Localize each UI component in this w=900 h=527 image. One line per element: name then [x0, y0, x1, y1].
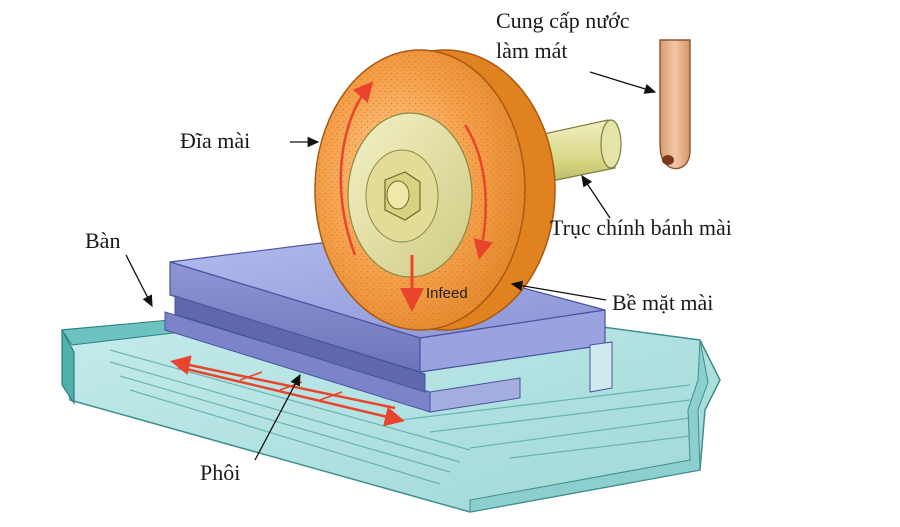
spindle-label: Trục chính bánh mài [550, 215, 732, 240]
coolant-pipe [659, 39, 691, 170]
grinding-wheel [314, 49, 556, 331]
hex-nut [384, 171, 421, 221]
coolant-label-line1: Cung cấp nước [496, 8, 630, 33]
table-label: Bàn [85, 228, 121, 253]
grinding-surface-label: Bề mặt mài [612, 290, 714, 315]
infeed-label: Infeed [426, 285, 468, 302]
rotation-arrows [339, 81, 494, 260]
workpiece-label: Phôi [200, 460, 241, 485]
leader-lines [125, 71, 657, 461]
coolant-label-line2: làm mát [496, 38, 568, 63]
wheel-label: Đĩa mài [180, 128, 251, 153]
